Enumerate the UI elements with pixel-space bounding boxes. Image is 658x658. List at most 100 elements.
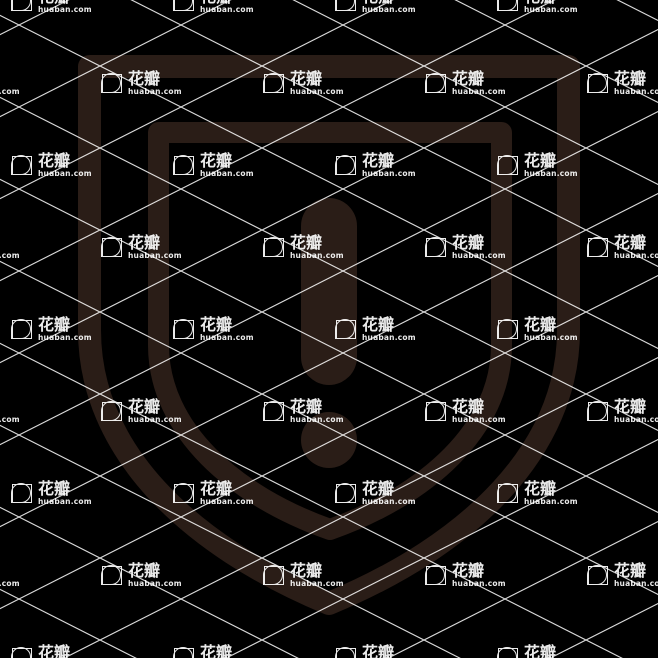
watermark-domain: huaban.com bbox=[452, 86, 506, 96]
huaban-petal-logo-icon bbox=[496, 153, 521, 178]
logo-square bbox=[498, 647, 518, 658]
watermark-brand-cn: 花瓣 bbox=[290, 232, 323, 252]
logo-square bbox=[426, 237, 446, 257]
watermark-brand-cn: 花瓣 bbox=[38, 0, 92, 5]
logo-leaf bbox=[425, 400, 445, 421]
logo-leaf bbox=[173, 318, 193, 339]
logo-square bbox=[498, 483, 518, 503]
huaban-petal-logo-icon bbox=[10, 153, 35, 178]
huaban-petal-logo-icon bbox=[172, 153, 197, 178]
logo-square bbox=[336, 483, 356, 503]
watermark-domain: huaban.com bbox=[200, 168, 254, 178]
watermark-brand-cn: 花瓣 bbox=[38, 150, 71, 170]
watermark-domain: huaban.com bbox=[524, 4, 578, 14]
huaban-petal-logo-icon bbox=[172, 481, 197, 506]
logo-square bbox=[174, 483, 194, 503]
logo-leaf bbox=[335, 482, 355, 503]
watermark-domain: huaban.com bbox=[290, 86, 344, 96]
huaban-petal-logo-icon bbox=[172, 0, 197, 14]
watermark-domain: huaban.com bbox=[38, 496, 92, 506]
watermark-domain: huaban.com bbox=[614, 414, 658, 424]
watermark-brand-cn: 花瓣 bbox=[128, 560, 161, 580]
watermark-brand-cn: 花瓣 bbox=[0, 399, 20, 415]
watermark-brand-cn: 花瓣 bbox=[362, 314, 395, 334]
watermark-brand-cn: 花瓣 bbox=[614, 232, 647, 252]
watermark-domain: huaban.com bbox=[0, 414, 20, 424]
watermark-brand-cn: 花瓣 bbox=[452, 68, 485, 88]
watermark-brand-cn: 花瓣 bbox=[200, 642, 233, 658]
huaban-petal-logo-icon bbox=[172, 645, 197, 658]
watermark-domain: huaban.com bbox=[128, 250, 182, 260]
watermark-brand-cn: 花瓣 bbox=[290, 560, 323, 580]
watermark-brand-cn: 花瓣 bbox=[0, 71, 20, 87]
watermark-brand-cn: 花瓣 bbox=[362, 478, 395, 498]
watermark-domain: huaban.com bbox=[290, 250, 344, 260]
logo-leaf bbox=[587, 564, 607, 585]
watermark-brand-cn: 花瓣 bbox=[0, 235, 20, 251]
watermark-brand-cn: 花瓣 bbox=[452, 560, 485, 580]
logo-square bbox=[12, 0, 32, 11]
huaban-petal-logo-icon bbox=[262, 399, 287, 424]
huaban-petal-logo-icon bbox=[262, 71, 287, 96]
logo-square bbox=[498, 155, 518, 175]
huaban-petal-logo-icon bbox=[334, 0, 359, 14]
logo-square bbox=[174, 155, 194, 175]
huaban-petal-logo-icon bbox=[10, 645, 35, 658]
watermark-domain: huaban.com bbox=[614, 578, 658, 588]
logo-square bbox=[498, 319, 518, 339]
logo-leaf bbox=[425, 72, 445, 93]
logo-leaf bbox=[335, 154, 355, 175]
watermark-brand-cn: 花瓣 bbox=[524, 150, 557, 170]
watermark-domain: huaban.com bbox=[524, 168, 578, 178]
watermark-domain: huaban.com bbox=[200, 4, 254, 14]
logo-square bbox=[12, 319, 32, 339]
logo-square bbox=[264, 73, 284, 93]
huaban-petal-logo-icon bbox=[424, 563, 449, 588]
logo-leaf bbox=[497, 154, 517, 175]
logo-leaf bbox=[101, 564, 121, 585]
watermark-brand-cn: 花瓣 bbox=[362, 0, 416, 5]
logo-leaf bbox=[101, 72, 121, 93]
logo-leaf bbox=[497, 646, 517, 658]
watermark-brand-cn: 花瓣 bbox=[614, 68, 647, 88]
watermark-brand-cn: 花瓣 bbox=[38, 314, 71, 334]
logo-square bbox=[498, 0, 518, 11]
watermark-brand-cn: 花瓣 bbox=[290, 396, 323, 416]
logo-leaf bbox=[425, 236, 445, 257]
watermark-domain: huaban.com bbox=[200, 496, 254, 506]
logo-leaf bbox=[587, 72, 607, 93]
watermark-brand-cn: 花瓣 bbox=[128, 232, 161, 252]
logo-leaf bbox=[11, 646, 31, 658]
watermark-domain: huaban.com bbox=[362, 496, 416, 506]
logo-leaf bbox=[11, 0, 31, 11]
watermark-domain: huaban.com bbox=[38, 168, 92, 178]
watermark-domain: huaban.com bbox=[290, 414, 344, 424]
huaban-petal-logo-icon bbox=[100, 399, 125, 424]
logo-square bbox=[102, 73, 122, 93]
logo-leaf bbox=[11, 482, 31, 503]
